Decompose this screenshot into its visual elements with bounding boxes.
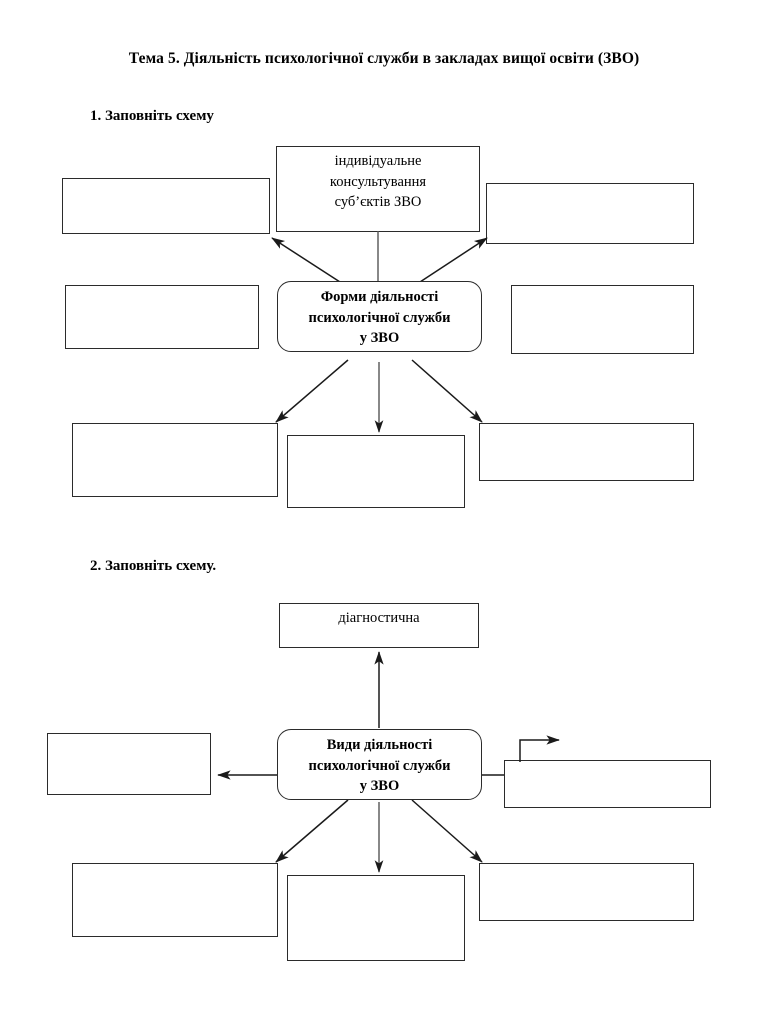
task-2-center-line-1: Види діяльності [326, 737, 433, 753]
task-1-node-top-line-2: консультування [329, 173, 427, 190]
task-2-heading: 2. Заповніть схему. [90, 558, 217, 574]
task-2-node-bottom-center[interactable] [287, 875, 465, 961]
task-2-center-line-3: у ЗВО [359, 778, 400, 795]
task-1-heading: 1. Заповніть схему [90, 108, 214, 124]
task-1-center-line-1: Форми діяльності [320, 289, 439, 305]
task-1-node-top-line-1: індивідуальне [334, 153, 422, 169]
task-1-center-node[interactable]: Форми діяльності психологічної служби у … [277, 281, 482, 352]
task-1-node-bottom-center[interactable] [287, 435, 465, 508]
task-1-node-bottom-right[interactable] [479, 423, 694, 481]
page-title: Тема 5. Діяльність психологічної служби … [128, 50, 640, 67]
task-2-center-node[interactable]: Види діяльності психологічної служби у З… [277, 729, 482, 800]
task-1-node-top-line-3: суб’єктів ЗВО [334, 194, 422, 211]
task-2-node-right[interactable] [504, 760, 711, 808]
task-1-node-bottom-left[interactable] [72, 423, 278, 497]
task-2-center-line-2: психологічної служби [308, 757, 451, 774]
task-2-node-bottom-left[interactable] [72, 863, 278, 937]
task-2-node-left[interactable] [47, 733, 211, 795]
task-1-node-top[interactable]: індивідуальне консультування суб’єктів З… [276, 146, 480, 232]
task-1-center-line-2: психологічної служби [308, 309, 451, 326]
task-1-node-mid-right[interactable] [511, 285, 694, 354]
task-1-center-line-3: у ЗВО [359, 330, 400, 347]
task-2-node-top-line-1: діагностична [338, 610, 420, 626]
task-1-node-upper-right[interactable] [486, 183, 694, 244]
task-2-node-top[interactable]: діагностична [279, 603, 479, 648]
task-2-node-bottom-right[interactable] [479, 863, 694, 921]
task-1-node-mid-left[interactable] [65, 285, 259, 349]
task-1-node-upper-left[interactable] [62, 178, 270, 234]
